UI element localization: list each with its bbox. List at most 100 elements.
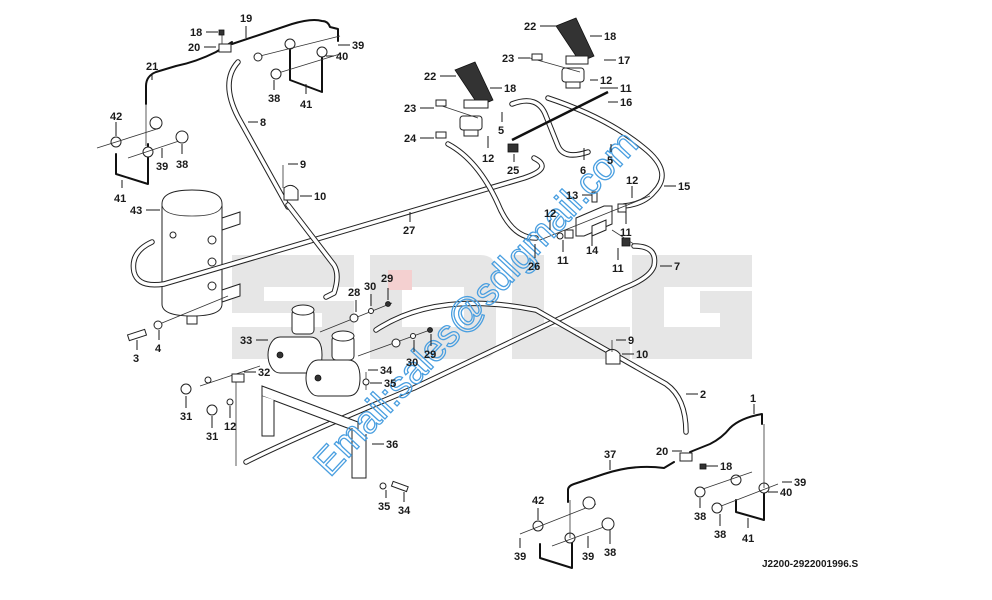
callout-7: 7 xyxy=(660,261,680,273)
svg-text:33: 33 xyxy=(240,335,252,347)
callout-26: 26 xyxy=(528,244,540,273)
svg-text:5: 5 xyxy=(498,125,504,137)
svg-text:29: 29 xyxy=(381,273,393,285)
callout-38: 38 xyxy=(694,498,706,523)
svg-text:38: 38 xyxy=(176,159,188,171)
svg-text:20: 20 xyxy=(656,446,668,458)
callout-38: 38 xyxy=(176,144,188,171)
callout-38: 38 xyxy=(268,80,280,105)
callout-12: 12 xyxy=(482,136,494,165)
callout-28: 28 xyxy=(348,287,360,312)
pipe-21 xyxy=(145,41,233,105)
svg-text:12: 12 xyxy=(626,175,638,187)
callout-5: 5 xyxy=(607,144,613,167)
callout-18: 18 xyxy=(706,461,732,473)
callout-39: 39 xyxy=(782,477,806,489)
svg-text:18: 18 xyxy=(604,31,616,43)
svg-text:11: 11 xyxy=(620,227,632,239)
svg-text:39: 39 xyxy=(352,40,364,52)
svg-text:34: 34 xyxy=(398,505,411,517)
svg-text:40: 40 xyxy=(336,51,348,63)
sdlg-background-logo xyxy=(232,255,752,359)
callout-8: 8 xyxy=(248,117,266,129)
callout-30: 30 xyxy=(364,281,376,306)
svg-text:38: 38 xyxy=(694,511,706,523)
callout-18: 18 xyxy=(590,31,616,43)
svg-text:36: 36 xyxy=(386,439,398,451)
svg-text:2: 2 xyxy=(700,389,706,401)
svg-text:22: 22 xyxy=(524,21,536,33)
svg-text:4: 4 xyxy=(155,343,162,355)
svg-text:11: 11 xyxy=(557,255,569,267)
callout-24: 24 xyxy=(404,133,434,145)
callout-15: 15 xyxy=(664,181,690,193)
svg-text:23: 23 xyxy=(502,53,514,65)
callout-9: 9 xyxy=(288,159,306,171)
svg-text:12: 12 xyxy=(544,208,556,220)
callout-41: 41 xyxy=(114,180,126,205)
callout-34: 34 xyxy=(398,492,411,517)
svg-text:15: 15 xyxy=(678,181,690,193)
svg-text:29: 29 xyxy=(424,349,436,361)
relay-valve-33-a xyxy=(267,304,323,374)
logo-red-accent xyxy=(388,270,412,290)
svg-text:11: 11 xyxy=(612,263,624,275)
svg-text:39: 39 xyxy=(156,161,168,173)
callout-11: 11 xyxy=(612,248,624,275)
callout-3: 3 xyxy=(133,340,139,365)
svg-text:21: 21 xyxy=(146,61,158,73)
bracket-41-top-right xyxy=(253,35,341,93)
callout-17: 17 xyxy=(604,55,630,67)
svg-text:9: 9 xyxy=(628,335,634,347)
logo-letter-l xyxy=(512,255,630,359)
clamp-10-mid xyxy=(605,340,621,365)
callout-34: 34 xyxy=(368,365,393,377)
callout-13: 13 xyxy=(566,190,592,202)
svg-text:16: 16 xyxy=(620,97,632,109)
bolt-3-washer-4 xyxy=(126,295,229,342)
svg-text:18: 18 xyxy=(190,27,202,39)
callout-25: 25 xyxy=(507,154,519,177)
callout-11: 11 xyxy=(557,240,569,267)
relay-valve-33-b xyxy=(305,330,361,397)
hose-26 xyxy=(445,141,539,241)
svg-text:32: 32 xyxy=(258,367,270,379)
svg-text:38: 38 xyxy=(604,547,616,559)
callout-35: 35 xyxy=(378,490,390,513)
pedal-22-right xyxy=(529,17,595,89)
callout-38: 38 xyxy=(604,530,616,559)
svg-text:28: 28 xyxy=(348,287,360,299)
callout-33: 33 xyxy=(240,335,268,347)
callout-32: 32 xyxy=(244,367,270,379)
svg-text:38: 38 xyxy=(268,93,280,105)
pipe-19 xyxy=(231,19,339,45)
callout-30: 30 xyxy=(406,340,418,369)
pipe-16 xyxy=(511,90,609,142)
callout-31: 31 xyxy=(180,396,192,423)
svg-text:43: 43 xyxy=(130,205,142,217)
callout-12: 12 xyxy=(590,75,612,87)
callout-12: 12 xyxy=(544,208,556,230)
svg-text:34: 34 xyxy=(380,365,393,377)
svg-text:12: 12 xyxy=(600,75,612,87)
svg-text:12: 12 xyxy=(482,153,494,165)
callout-14: 14 xyxy=(586,234,599,257)
callout-5: 5 xyxy=(498,112,504,137)
callout-39: 39 xyxy=(582,536,594,563)
svg-text:30: 30 xyxy=(406,357,418,369)
callout-42: 42 xyxy=(110,111,122,136)
callout-41: 41 xyxy=(300,84,312,111)
hose-7 xyxy=(243,243,658,465)
svg-text:26: 26 xyxy=(528,261,540,273)
pipe-37 xyxy=(567,461,675,503)
valve-fittings-28-29-30 xyxy=(319,301,433,357)
callout-10: 10 xyxy=(622,349,648,361)
fitting-25 xyxy=(507,143,519,153)
logo-letter-g xyxy=(632,255,752,359)
callout-20: 20 xyxy=(188,42,216,54)
svg-text:7: 7 xyxy=(674,261,680,273)
svg-text:41: 41 xyxy=(114,193,126,205)
tee-20-bot xyxy=(679,452,707,470)
bracket-41-bottom-left xyxy=(519,496,615,569)
